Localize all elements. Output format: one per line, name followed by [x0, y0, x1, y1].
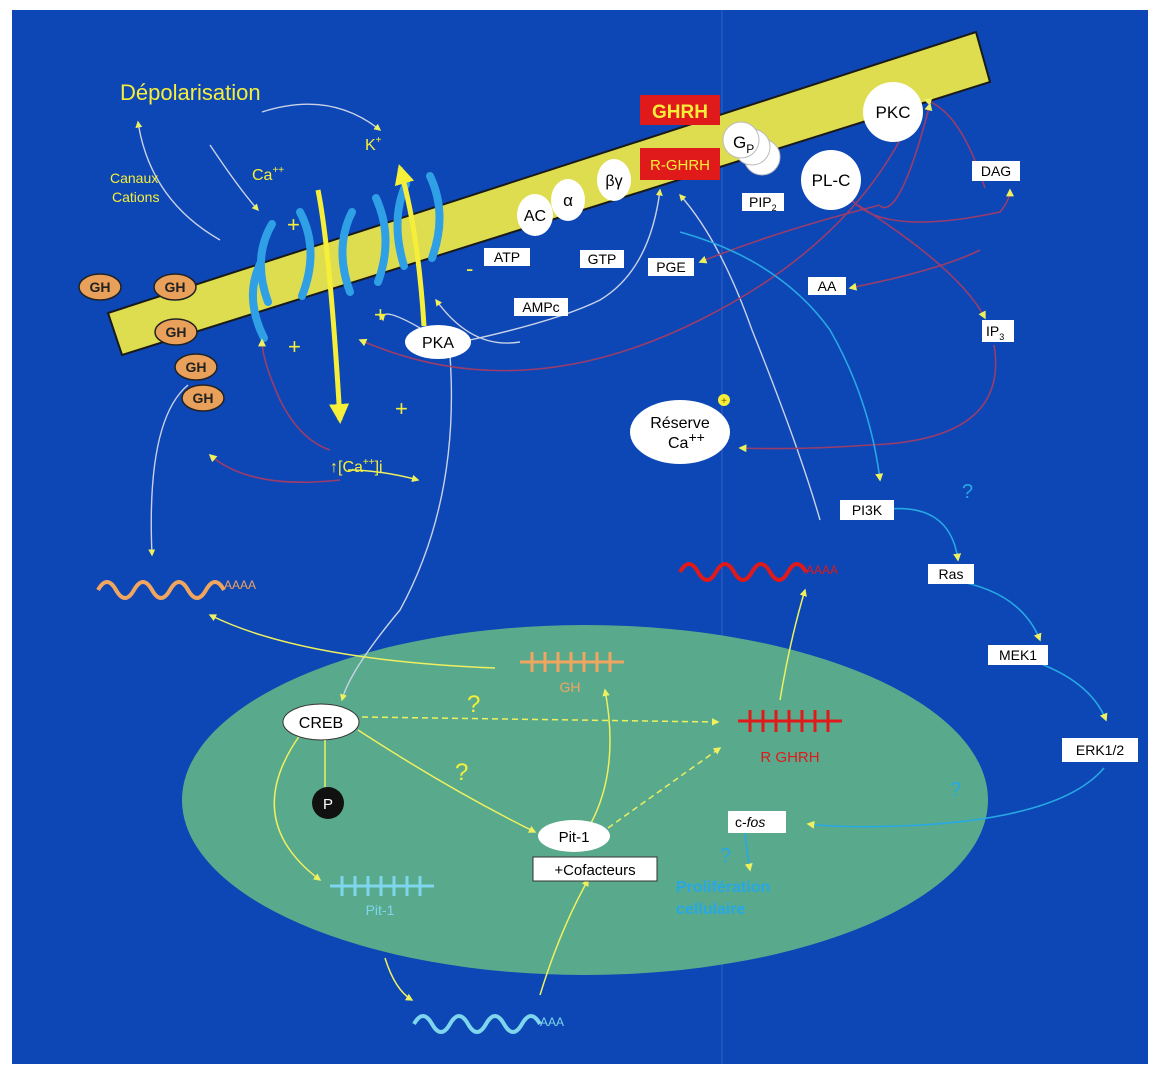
aa-label: AA — [818, 278, 837, 294]
pkc-label: PKC — [876, 103, 911, 122]
rghrh-mrna-polya: AAAA — [806, 563, 838, 577]
gh-granule-label: GH — [193, 390, 214, 406]
gh-granule-label: GH — [165, 279, 186, 295]
pge-label: PGE — [656, 259, 686, 275]
dag-label: DAG — [981, 163, 1011, 179]
creb-label: CREB — [299, 715, 343, 732]
question-mark: ? — [455, 759, 468, 786]
gtp-label: GTP — [588, 251, 617, 267]
plus-sign: + — [288, 334, 301, 359]
plus-sign: + — [395, 396, 408, 421]
plc-label: PL-C — [812, 171, 851, 190]
gh-granule-label: GH — [166, 324, 187, 340]
alpha-label: α — [563, 191, 573, 210]
cfos-label: c-fos — [735, 814, 765, 830]
pi3k-label: PI3K — [852, 502, 883, 518]
ras-label: Ras — [939, 566, 964, 582]
pit1-gene-label: Pit-1 — [366, 902, 395, 918]
erk-label: ERK1/2 — [1076, 742, 1124, 758]
gh-gene-label: GH — [560, 679, 581, 695]
canaux-label: Canaux — [110, 170, 158, 186]
reserve-ca — [630, 400, 730, 464]
beta-gamma-label: βγ — [605, 173, 622, 190]
cellulaire-label: cellulaire — [676, 901, 745, 918]
question-mark: ? — [720, 845, 731, 867]
r-ghrh-label: R-GHRH — [650, 157, 710, 174]
ac-label: AC — [524, 208, 546, 225]
pit1-label: Pit-1 — [559, 829, 590, 846]
phosphate-label: P — [323, 796, 333, 813]
gh-granule-label: GH — [90, 279, 111, 295]
ampc-label: AMPc — [522, 299, 559, 315]
gh-granule-label: GH — [186, 359, 207, 375]
depolarisation-label: Dépolarisation — [120, 80, 261, 105]
pit1-mrna-polya: AAA — [540, 1015, 564, 1029]
rghrh-gene-label: R GHRH — [760, 749, 819, 766]
cofacteurs-label: +Cofacteurs — [554, 862, 635, 879]
question-mark: ? — [950, 779, 961, 801]
ghrh-label: GHRH — [652, 102, 708, 123]
plus-sign: + — [374, 302, 387, 327]
gh-mrna-polya: AAAA — [224, 578, 256, 592]
question-mark: ? — [962, 481, 973, 503]
reserve-stimulus-plus: + — [721, 396, 727, 407]
mek1-label: MEK1 — [999, 647, 1037, 663]
nucleus — [182, 625, 988, 975]
question-mark: ? — [467, 691, 480, 718]
ca-intracellular-label: ↑[Ca++]i — [330, 457, 383, 476]
proliferation-label: Prolifération — [676, 879, 770, 896]
pka-label: PKA — [422, 335, 454, 352]
cations-label: Cations — [112, 189, 159, 205]
atp-label: ATP — [494, 249, 520, 265]
plus-sign: + — [287, 212, 300, 237]
minus-sign: - — [466, 256, 473, 281]
